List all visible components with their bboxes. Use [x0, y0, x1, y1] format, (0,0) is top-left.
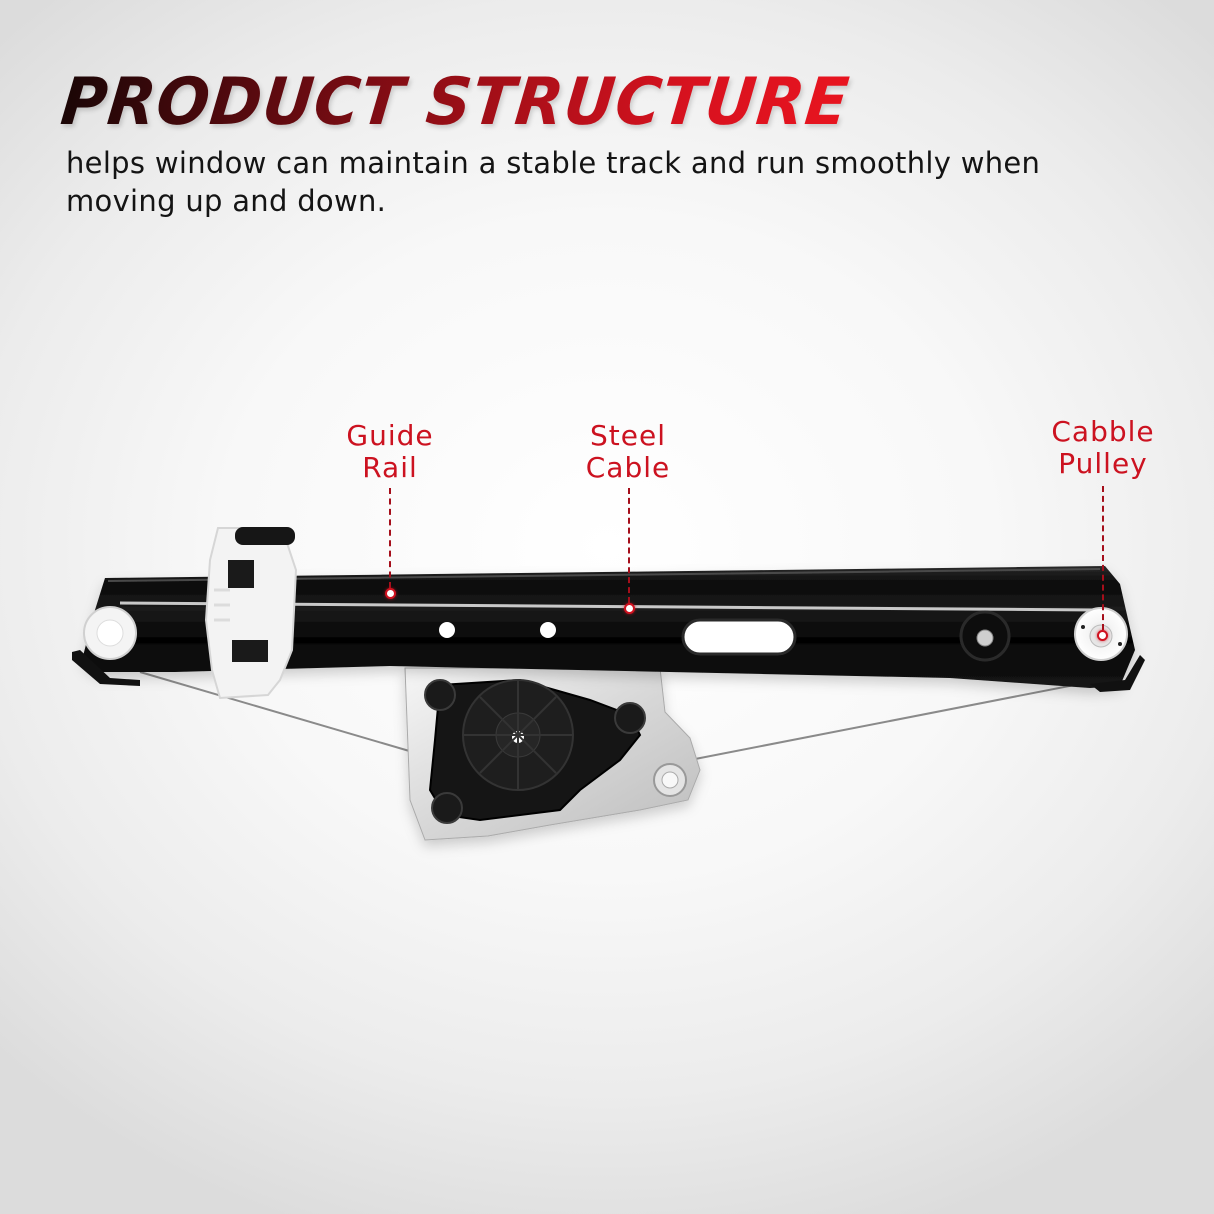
callout-steel-cable-line1: Steel [590, 419, 666, 452]
callout-guide-rail: Guide Rail [330, 420, 450, 484]
callout-cable-pulley: Cabble Pulley [1038, 416, 1168, 480]
guide-rail-body [82, 566, 1135, 688]
steel-cable-lower [139, 671, 1101, 761]
callout-steel-cable-line2: Cable [585, 451, 671, 484]
callout-guide-rail-line2: Rail [362, 451, 418, 484]
cable-pulley-leader-line [1102, 486, 1104, 630]
callout-guide-rail-line1: Guide [346, 419, 434, 452]
steel-cable-leader-line [628, 488, 630, 603]
motor-gear-housing [424, 678, 646, 824]
callout-cable-pulley-line2: Pulley [1058, 447, 1148, 480]
page-description: helps window can maintain a stable track… [66, 146, 1041, 218]
guide-rail-marker [385, 588, 396, 599]
callout-cable-pulley-line1: Cabble [1051, 415, 1155, 448]
glass-carrier-clip [204, 527, 298, 700]
cable-pulley-marker [1097, 630, 1108, 641]
steel-cable-marker [624, 603, 635, 614]
left-pulley [72, 606, 140, 686]
guide-rail-leader-line [389, 488, 391, 588]
callout-steel-cable: Steel Cable [568, 420, 688, 484]
